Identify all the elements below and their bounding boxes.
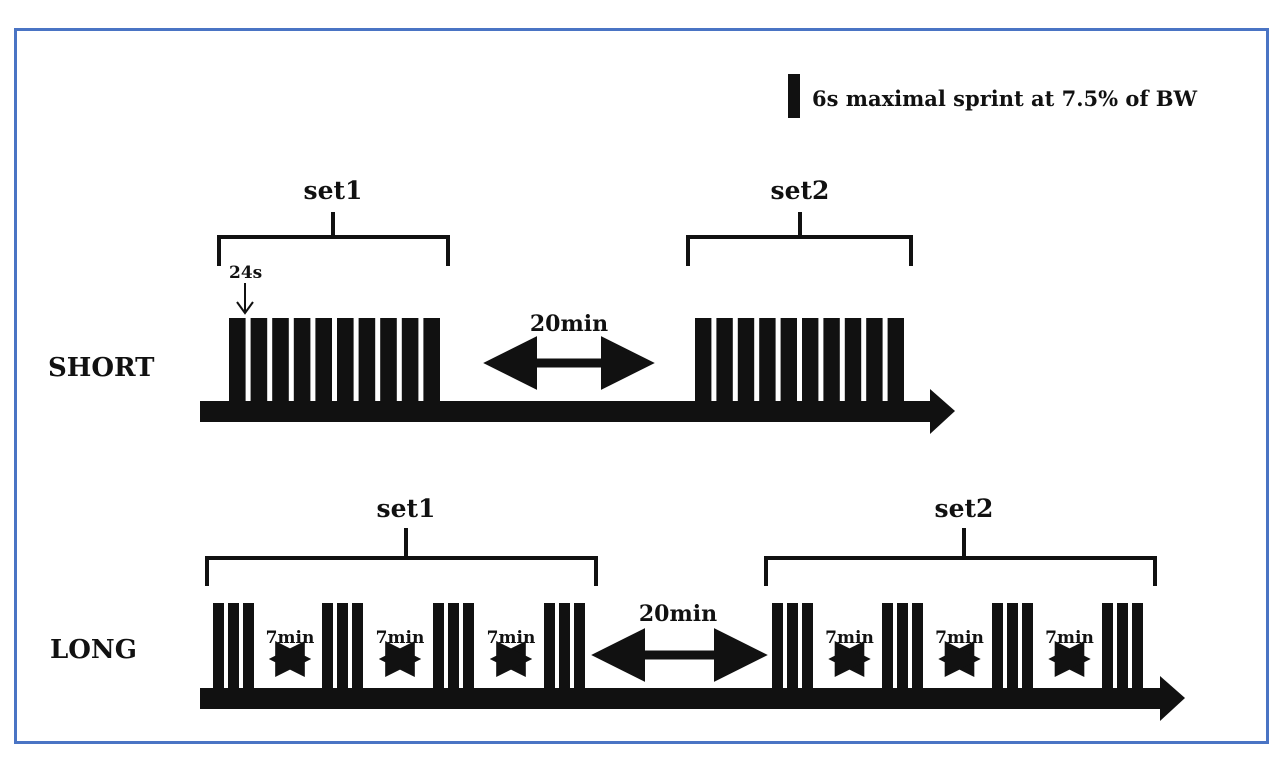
long-block-rest-label: 7min [1045, 628, 1094, 648]
long-sprint-bar [463, 603, 474, 691]
long-sprint-bar [1022, 603, 1033, 691]
short-set2-sprint-bar [887, 318, 904, 403]
long-sprint-bar [433, 603, 444, 691]
short-interval-arrow-icon [236, 301, 254, 315]
long-sprint-bar [243, 603, 254, 691]
long-timeline-arrowhead [1160, 676, 1185, 721]
long-row-label: LONG [50, 635, 137, 665]
long-sprint-bar [1102, 603, 1113, 691]
long-sprint-bar [228, 603, 239, 691]
long-set2-bracket [764, 528, 1157, 586]
legend-sprint-bar [788, 74, 800, 118]
short-interval-label: 24s [229, 263, 262, 283]
short-set1-bracket [217, 212, 450, 266]
short-set2-sprint-bar [695, 318, 712, 403]
short-set1-sprint-bar [293, 318, 311, 403]
short-set2-sprint-bar [823, 318, 840, 403]
long-sprint-bar [1007, 603, 1018, 691]
short-set2-sprints [695, 318, 904, 403]
short-set1-sprint-bar [337, 318, 354, 403]
long-sprint-bar [882, 603, 893, 691]
long-block-rest-label: 7min [487, 628, 536, 648]
short-set2-sprint-bar [802, 318, 819, 403]
short-timeline-axis [200, 401, 935, 422]
short-set2-sprint-bar [737, 318, 755, 403]
long-sprint-bar [322, 603, 333, 691]
short-set1-label: set1 [304, 176, 363, 205]
long-sprint-bar [1132, 603, 1143, 691]
short-set2-sprint-bar [716, 318, 733, 403]
long-sprint-bar [1117, 603, 1128, 691]
long-sprint-bar [574, 603, 585, 691]
long-sprint-bar [802, 603, 813, 691]
long-sprint-bar [337, 603, 348, 691]
short-set1-sprint-bar [229, 318, 246, 403]
long-sprint-bar [992, 603, 1003, 691]
long-block-rest-label: 7min [266, 628, 315, 648]
long-sprint-bar [787, 603, 798, 691]
long-block-rest-label: 7min [825, 628, 874, 648]
short-set1-sprint-bar [250, 318, 268, 403]
short-rest-label: 20min [530, 311, 608, 337]
short-set2-sprint-bar [780, 318, 797, 403]
legend-label: 6s maximal sprint at 7.5% of BW [812, 86, 1198, 111]
long-timeline-axis [200, 688, 1165, 709]
short-set1-sprint-bar [401, 318, 419, 403]
short-set2-sprint-bar [844, 318, 862, 403]
long-sprint-bar [559, 603, 570, 691]
short-set2-label: set2 [771, 176, 830, 205]
long-sprint-bar [544, 603, 555, 691]
long-block-rest-label: 7min [376, 628, 425, 648]
short-set1-sprint-bar [315, 318, 332, 403]
short-set1-sprint-bar [358, 318, 376, 403]
long-sprint-bar [448, 603, 459, 691]
short-set1-sprints [229, 318, 440, 403]
short-set2-bracket [686, 212, 913, 266]
short-set1-sprint-bar [380, 318, 397, 403]
short-timeline-arrowhead [930, 389, 955, 434]
short-row-label: SHORT [48, 353, 155, 383]
long-sprint-bar [772, 603, 783, 691]
long-block-rest-label: 7min [935, 628, 984, 648]
long-rest-label: 20min [639, 601, 717, 627]
long-sprints [213, 603, 1143, 691]
short-set2-sprint-bar [866, 318, 883, 403]
long-block-rests: 7min 7min 7min 7min 7min 7min [266, 628, 1094, 677]
long-sprint-bar [897, 603, 908, 691]
long-set2-label: set2 [935, 494, 994, 523]
short-set1-sprint-bar [272, 318, 289, 403]
long-sprint-bar [912, 603, 923, 691]
long-sprint-bar [213, 603, 224, 691]
short-set1-sprint-bar [423, 318, 440, 403]
long-set1-label: set1 [377, 494, 436, 523]
short-set2-sprint-bar [759, 318, 776, 403]
long-set1-bracket [205, 528, 598, 586]
long-sprint-bar [352, 603, 363, 691]
